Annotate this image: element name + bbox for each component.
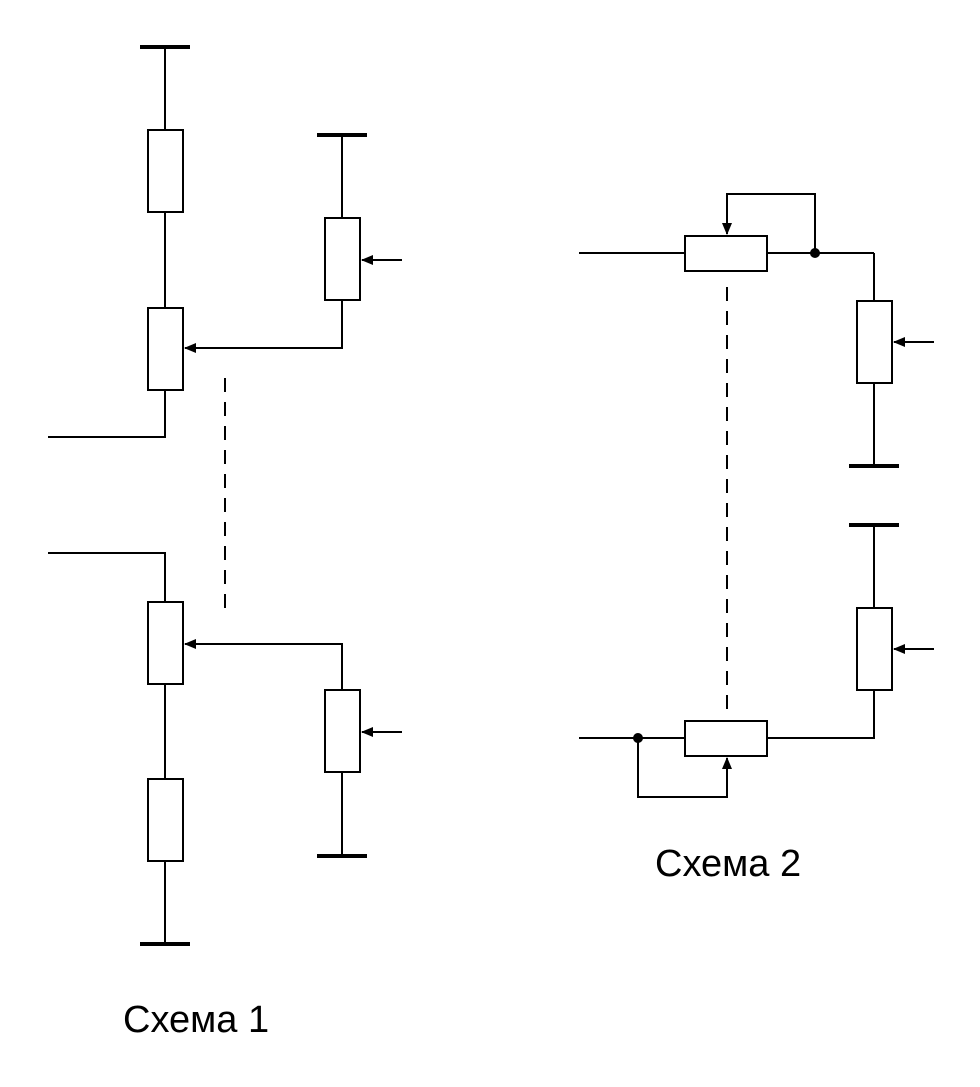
potentiometer-upper-2 <box>684 235 768 272</box>
potentiometer-upper <box>147 307 184 391</box>
wiper-loop-upper <box>722 193 816 253</box>
potentiometer-lower <box>147 601 184 685</box>
trimmer-resistor-upper-2 <box>856 300 893 384</box>
input-wire-upper <box>48 390 166 438</box>
resistor-fixed-top <box>147 129 184 213</box>
potentiometer-lower-2 <box>684 720 768 757</box>
wiper-arrow-upper <box>184 300 343 353</box>
input-wire-lower <box>48 552 166 602</box>
scheme-1-label: Схема 1 <box>123 999 269 1041</box>
wiper-arrow-lower <box>184 639 343 690</box>
resistor-fixed-bottom <box>147 778 184 862</box>
trimmer-resistor-lower-2 <box>856 607 893 691</box>
scheme-2-label: Схема 2 <box>655 843 801 885</box>
wiper-loop-lower <box>637 738 732 798</box>
trimmer-resistor-lower <box>324 689 361 773</box>
scheme-2: Схема 2 <box>579 193 934 885</box>
trimmer-resistor-upper <box>324 217 361 301</box>
scheme-1: Схема 1 <box>48 45 402 1041</box>
